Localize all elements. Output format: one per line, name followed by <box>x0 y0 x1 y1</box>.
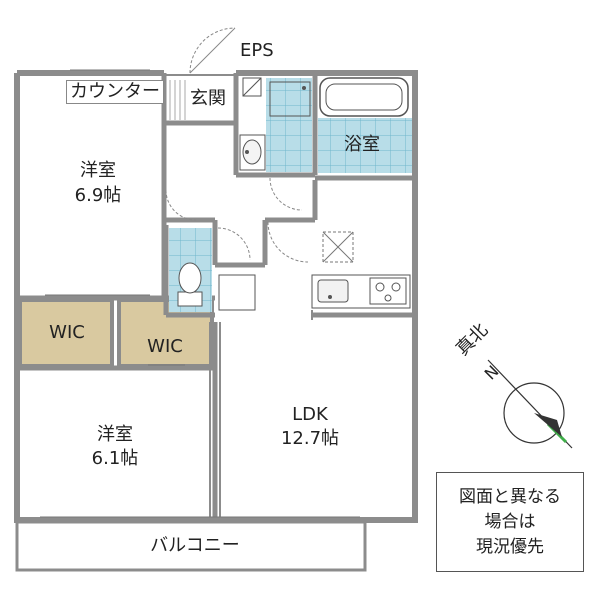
entrance-floor <box>169 80 186 120</box>
balcony <box>15 520 367 572</box>
note-line-3: 現況優先 <box>476 536 544 557</box>
bathroom <box>318 77 412 173</box>
eps-box <box>242 77 262 97</box>
thin-walls <box>164 74 313 520</box>
kitchen-counter <box>311 274 411 309</box>
range-hood <box>322 231 354 263</box>
washer-pan <box>269 81 311 117</box>
note-line-2: 場合は <box>484 511 536 532</box>
kitchen-sink <box>317 279 349 303</box>
disclaimer-note: 図面と異なる 場合は 現況優先 <box>436 472 584 572</box>
compass <box>487 359 573 449</box>
wic-left-label: WIC <box>49 322 85 343</box>
toilet-room <box>169 228 212 312</box>
entrance-label: 玄関 <box>190 88 226 109</box>
wic-left-area <box>18 298 114 368</box>
compass-ring <box>503 382 565 444</box>
western-room-lower-size: 6.1帖 <box>91 448 139 469</box>
wash-tiles <box>266 78 312 172</box>
western-room-upper-name: 洋室 <box>80 160 116 181</box>
bathtub <box>319 77 409 117</box>
eps-label: EPS <box>240 40 274 61</box>
outer-walls <box>14 70 418 523</box>
stove <box>369 277 407 305</box>
wic-right-label: WIC <box>147 336 183 357</box>
washroom <box>266 78 312 172</box>
counter-label: カウンター <box>66 80 164 104</box>
storage-box <box>218 274 256 311</box>
ldk-name: LDK <box>292 404 328 425</box>
balcony-label: バルコニー <box>150 535 240 556</box>
bath-tiles <box>318 118 412 173</box>
note-line-1: 図面と異なる <box>459 486 561 507</box>
ldk-size: 12.7帖 <box>280 428 340 449</box>
vanity-sink <box>239 134 266 171</box>
western-room-upper-size: 6.9帖 <box>74 185 122 206</box>
bath-label: 浴室 <box>344 134 380 155</box>
door-swings <box>165 27 309 263</box>
western-room-lower-name: 洋室 <box>97 424 133 445</box>
windows <box>40 69 360 518</box>
